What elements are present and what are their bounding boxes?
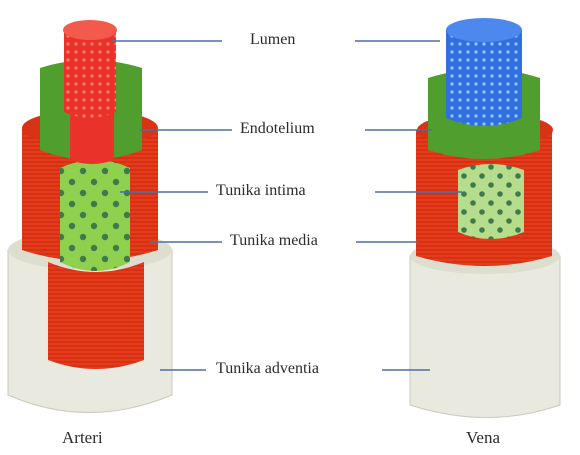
caption-arteri: Arteri — [62, 428, 103, 448]
vein-illustration — [410, 18, 560, 418]
label-endotelium: Endotelium — [240, 120, 315, 138]
artery-illustration — [8, 20, 172, 413]
label-tunika-intima: Tunika intima — [216, 182, 306, 200]
label-lumen: Lumen — [250, 31, 295, 49]
artery-intima — [60, 160, 130, 271]
vein-intima — [458, 164, 524, 239]
label-tunika-media: Tunika media — [230, 232, 318, 250]
caption-vena: Vena — [466, 428, 500, 448]
label-tunika-adventia: Tunika adventia — [216, 360, 319, 378]
